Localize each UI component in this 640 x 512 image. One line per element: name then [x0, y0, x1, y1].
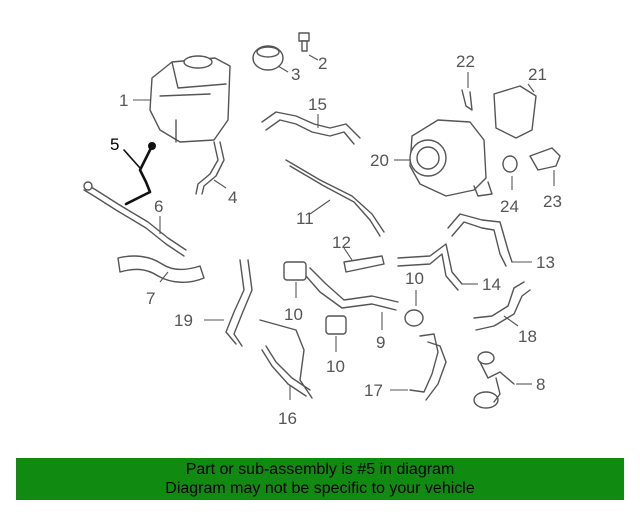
callout-10-lower: 10	[326, 357, 345, 376]
callout-19: 18	[518, 327, 537, 346]
part-18-hose	[409, 333, 447, 401]
callout-9: 9	[376, 333, 385, 352]
part-4-pipe	[195, 141, 225, 195]
callout-17: 16	[278, 409, 297, 428]
part-23-clip	[461, 89, 473, 111]
lead-3	[277, 65, 289, 73]
callout-12: 11	[296, 209, 314, 228]
part-20-hose	[225, 259, 253, 347]
callout-10-upper: 10	[284, 305, 303, 324]
part-15-hose	[397, 243, 463, 291]
lead-22	[527, 83, 535, 93]
callout-7: 7	[146, 289, 155, 308]
part-1-reservoir	[149, 55, 231, 143]
part-10-gasket-upper	[283, 261, 307, 281]
part-6-hose	[83, 181, 187, 257]
part-7-hose	[117, 255, 205, 283]
lead-2	[308, 54, 319, 61]
part-9-hose	[305, 267, 399, 311]
callout-6: 6	[154, 197, 163, 216]
callout-5: 5	[110, 135, 119, 154]
callout-14: 13	[536, 253, 555, 272]
callout-4: 4	[228, 188, 237, 207]
callout-3: 3	[291, 65, 300, 84]
lead-5	[123, 149, 141, 169]
parts-diagram: 1 2 3 5 4 6 7 15	[83, 32, 562, 428]
part-13-pipe	[343, 255, 385, 273]
lead-12	[309, 199, 331, 215]
part-12-pipe	[285, 159, 385, 237]
callout-16: 15	[308, 95, 327, 114]
lead-7	[159, 271, 169, 283]
part-19-hose	[473, 281, 531, 331]
part-17-pipe	[259, 319, 313, 399]
part-25-oring	[502, 155, 518, 173]
callout-22: 21	[528, 65, 547, 84]
part-16-hose	[261, 111, 361, 145]
info-banner: Part or sub-assembly is #5 in diagram Di…	[16, 458, 624, 500]
part-10-gasket-lower	[325, 315, 347, 335]
callout-23: 22	[456, 52, 475, 71]
part-2-bolt	[298, 32, 310, 52]
part-3-cap	[252, 45, 284, 71]
callout-21: 20	[370, 151, 389, 170]
banner-line-disclaimer: Diagram may not be specific to your vehi…	[165, 480, 475, 497]
callout-8: 8	[536, 375, 545, 394]
part-24-sensor	[529, 147, 561, 171]
callout-18: 17	[364, 381, 383, 400]
part-14-hose	[447, 213, 513, 267]
callout-20: 19	[174, 311, 193, 330]
part-21-housing	[409, 119, 493, 197]
banner-line-part: Part or sub-assembly is #5 in diagram	[185, 461, 455, 478]
part-22-gasket	[493, 85, 537, 139]
callout-2: 2	[318, 54, 327, 73]
lead-19	[503, 315, 519, 327]
callout-25: 24	[500, 197, 519, 216]
part-8-connector	[473, 351, 515, 409]
part-11-oring	[404, 309, 424, 327]
callout-1: 1	[119, 91, 128, 110]
lead-4	[213, 179, 227, 189]
callout-11: 10	[405, 269, 424, 288]
callout-13: 12	[332, 233, 351, 252]
callout-15: 14	[482, 275, 501, 294]
callout-24: 23	[543, 192, 562, 211]
part-5-hose	[124, 142, 156, 206]
lead-13	[343, 247, 353, 261]
